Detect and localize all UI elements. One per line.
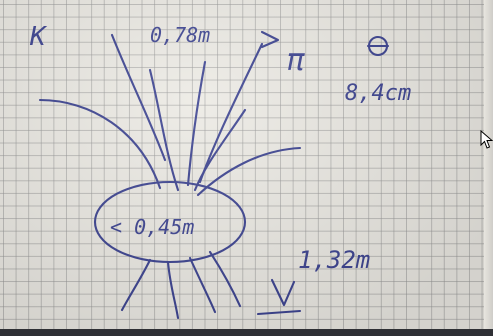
height-measure-label: 1,32m <box>298 246 370 274</box>
leg-4 <box>208 250 242 308</box>
pi-symbol: π <box>287 43 305 78</box>
down-arrow-icon <box>270 278 296 307</box>
top-measure-label: 0,78m <box>150 23 210 47</box>
strand-4 <box>186 60 207 187</box>
paper-edge-right <box>484 0 493 336</box>
ellipse-label: < 0,45m <box>110 215 194 239</box>
leg-3 <box>188 256 217 314</box>
corner-letter: K <box>29 22 48 52</box>
strand-2 <box>110 33 167 162</box>
top-arrow-icon <box>260 30 280 49</box>
ellipse-outline <box>93 180 247 264</box>
height-underline <box>256 309 302 316</box>
diameter-value-label: 8,4cm <box>345 81 411 106</box>
leg-2 <box>166 260 180 320</box>
strand-1 <box>38 98 162 190</box>
photo-edge-bottom <box>0 329 493 336</box>
strand-6 <box>193 108 247 192</box>
mouse-cursor-icon <box>480 130 493 149</box>
strand-3 <box>148 68 180 192</box>
leg-1 <box>120 258 152 312</box>
